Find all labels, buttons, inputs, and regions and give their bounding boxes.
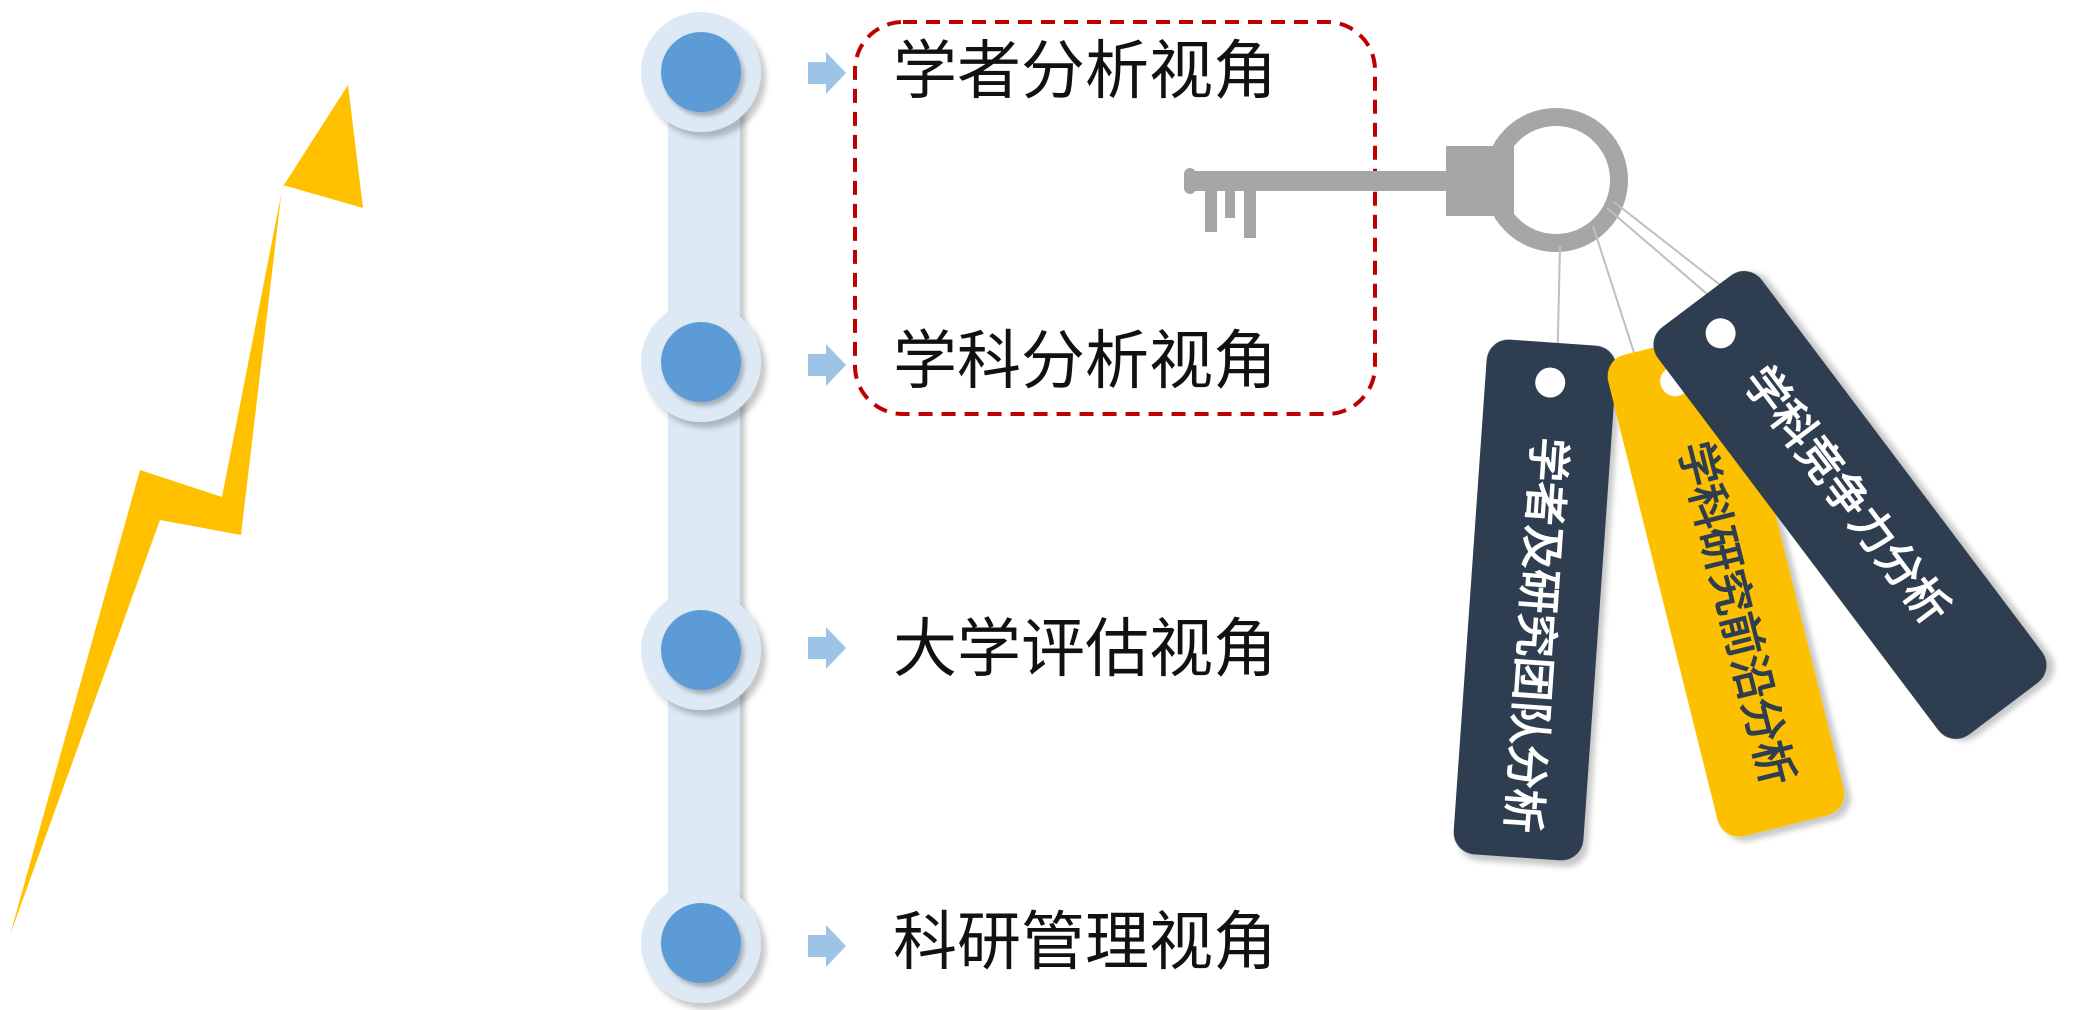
perspective-label-discipline: 学科分析视角 bbox=[893, 325, 1277, 399]
timeline-node bbox=[641, 590, 761, 710]
timeline-nodes bbox=[641, 12, 761, 1003]
key-icon bbox=[1184, 108, 1628, 252]
perspective-label-research-management: 科研管理视角 bbox=[893, 906, 1277, 980]
right-arrow-icon bbox=[808, 344, 846, 386]
timeline-track bbox=[668, 60, 740, 960]
right-arrow-icon bbox=[808, 627, 846, 669]
perspective-label-university: 大学评估视角 bbox=[893, 613, 1277, 687]
timeline-node bbox=[641, 12, 761, 132]
highlight-box bbox=[853, 20, 1377, 416]
pointer-arrows bbox=[808, 52, 846, 967]
timeline-node bbox=[641, 883, 761, 1003]
right-arrow-icon bbox=[808, 52, 846, 94]
right-arrow-icon bbox=[808, 925, 846, 967]
perspective-label-scholar: 学者分析视角 bbox=[893, 35, 1277, 109]
tag-researchers: 学者及研究团队分析 bbox=[1453, 339, 1617, 861]
growth-arrow-icon bbox=[10, 85, 363, 935]
timeline-node bbox=[641, 302, 761, 422]
